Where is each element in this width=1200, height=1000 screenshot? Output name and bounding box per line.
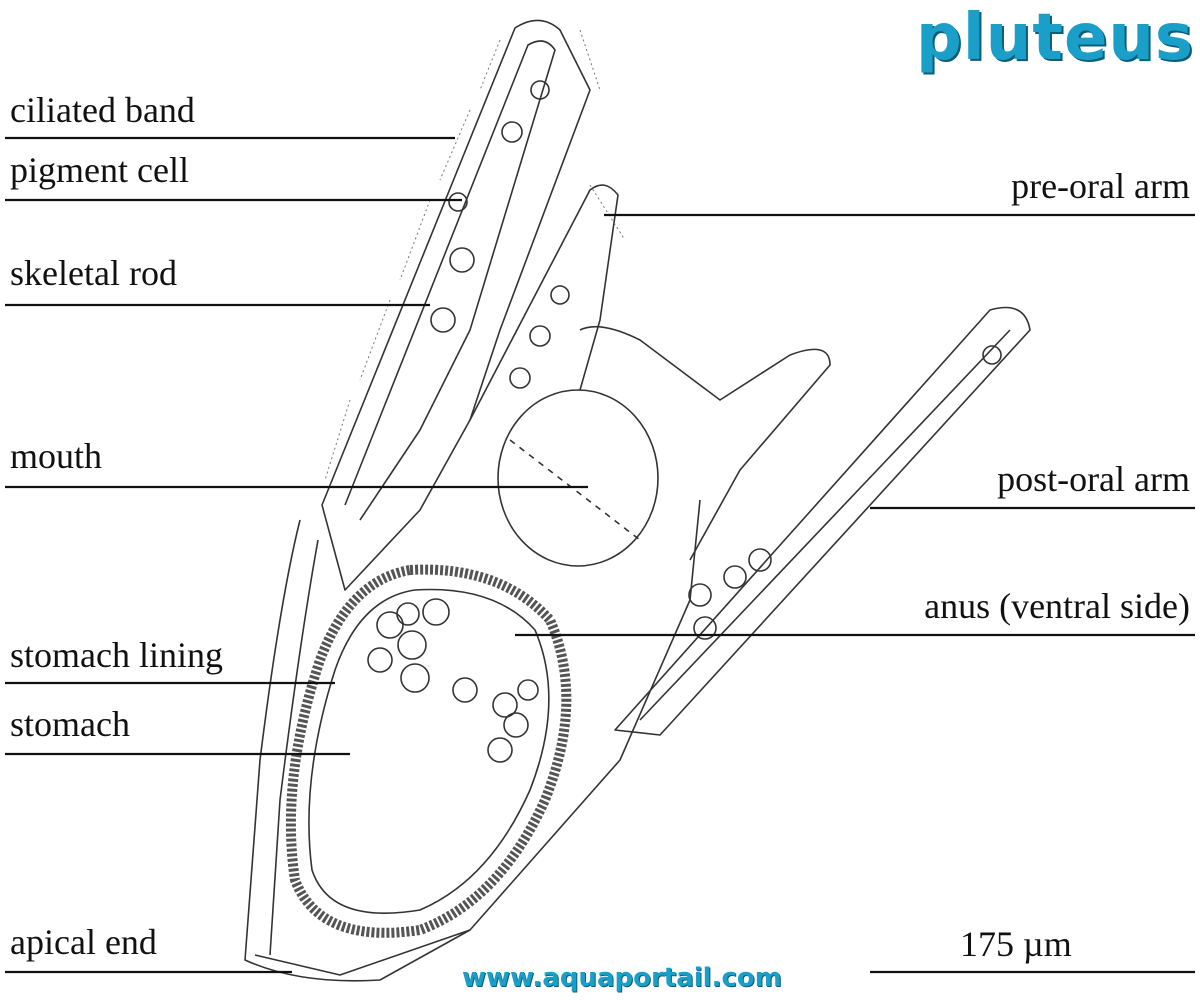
left-arm-inner	[344, 40, 556, 521]
scale-bar-label: 175 µm	[960, 924, 1072, 964]
oral-hood	[579, 325, 831, 561]
mouth-dashed	[509, 439, 641, 541]
post-oral-arm-rod	[639, 329, 1011, 721]
label-pigment-cell: pigment cell	[10, 150, 189, 190]
label-ciliated-band: ciliated band	[10, 90, 195, 130]
body-outline	[244, 499, 701, 982]
stomach-lining	[285, 564, 572, 938]
diagram-title: pluteus	[916, 1, 1194, 75]
cilia	[324, 29, 626, 481]
label-mouth: mouth	[10, 436, 103, 476]
apical-rod	[254, 929, 471, 976]
website-url: www.aquaportail.com	[462, 963, 782, 993]
pre-oral-arm-outline	[469, 184, 619, 421]
label-stomach: stomach	[10, 704, 130, 744]
label-skeletal-rod: skeletal rod	[10, 253, 177, 293]
label-anus: anus (ventral side)	[924, 586, 1190, 626]
post-oral-arm-outline	[614, 306, 1031, 736]
label-stomach-lining: stomach lining	[10, 635, 223, 675]
mouth-outline	[497, 389, 659, 567]
left-arm-outline	[321, 19, 591, 591]
label-apical-end: apical end	[10, 922, 157, 962]
label-post-oral-arm: post-oral arm	[997, 459, 1190, 499]
stomach-inner	[308, 588, 550, 914]
label-pre-oral-arm: pre-oral arm	[1011, 166, 1190, 206]
body-inner	[269, 539, 319, 956]
